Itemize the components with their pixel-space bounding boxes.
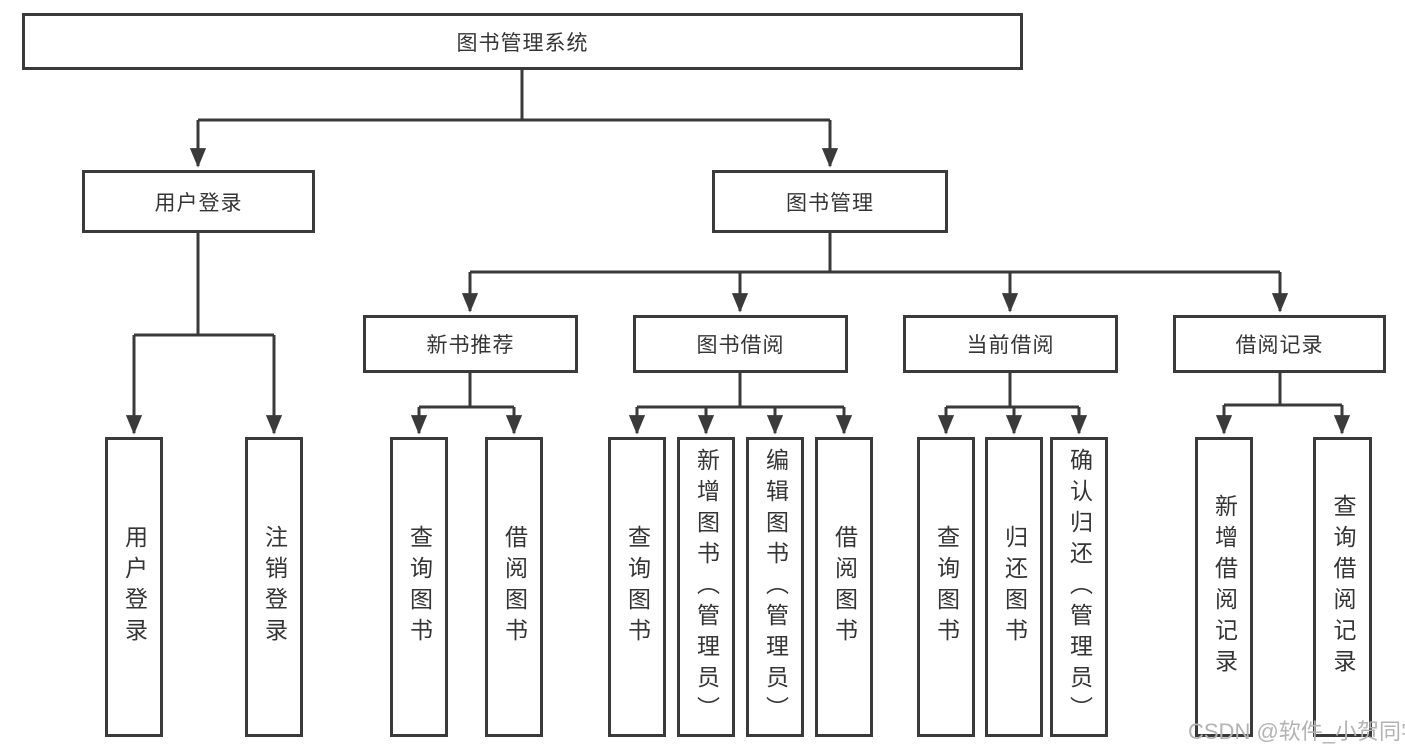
leaf-add-borrow-record: 新增借阅记录 (1195, 437, 1253, 737)
leaf-query-book-recommend-label: 查询图书 (406, 525, 433, 649)
leaf-borrow-book-recommend: 借阅图书 (485, 437, 543, 737)
leaf-add-borrow-record-label: 新增借阅记录 (1211, 494, 1238, 680)
node-book-borrow: 图书借阅 (633, 315, 848, 373)
leaf-query-borrow-record-label: 查询借阅记录 (1330, 494, 1356, 680)
leaf-add-book-admin-label: 新增图书（管理员） (693, 447, 720, 727)
leaf-query-book-recommend: 查询图书 (390, 437, 448, 737)
node-new-book-recommend: 新书推荐 (363, 315, 578, 373)
node-system-root: 图书管理系统 (22, 13, 1023, 70)
watermark: CSDN @软件_小贺同学 (1188, 719, 1405, 744)
node-user-login: 用户登录 (82, 170, 315, 233)
leaf-borrow-book-label: 借阅图书 (831, 525, 858, 649)
leaf-query-book-borrow-label: 查询图书 (624, 525, 651, 649)
leaf-confirm-return-admin: 确认归还（管理员） (1050, 437, 1108, 737)
leaf-borrow-book: 借阅图书 (815, 437, 873, 737)
leaf-user-login: 用户登录 (105, 437, 163, 737)
leaf-return-book-label: 归还图书 (1001, 525, 1028, 649)
leaf-logout-label: 注销登录 (261, 525, 288, 649)
leaf-edit-book-admin: 编辑图书（管理员） (746, 437, 804, 737)
leaf-query-book-current-label: 查询图书 (933, 525, 960, 649)
leaf-confirm-return-admin-label: 确认归还（管理员） (1066, 447, 1093, 727)
leaf-return-book: 归还图书 (985, 437, 1043, 737)
leaf-user-login-label: 用户登录 (121, 525, 148, 649)
leaf-edit-book-admin-label: 编辑图书（管理员） (762, 447, 789, 727)
leaf-query-book-current: 查询图书 (917, 437, 975, 737)
node-borrow-records: 借阅记录 (1173, 315, 1386, 373)
leaf-borrow-book-recommend-label: 借阅图书 (501, 525, 528, 649)
leaf-query-book-borrow: 查询图书 (608, 437, 666, 737)
leaf-query-borrow-record: 查询借阅记录 (1313, 437, 1372, 737)
node-current-borrow: 当前借阅 (903, 315, 1118, 373)
leaf-logout: 注销登录 (245, 437, 303, 737)
leaf-add-book-admin: 新增图书（管理员） (677, 437, 735, 737)
node-book-management: 图书管理 (712, 170, 948, 233)
